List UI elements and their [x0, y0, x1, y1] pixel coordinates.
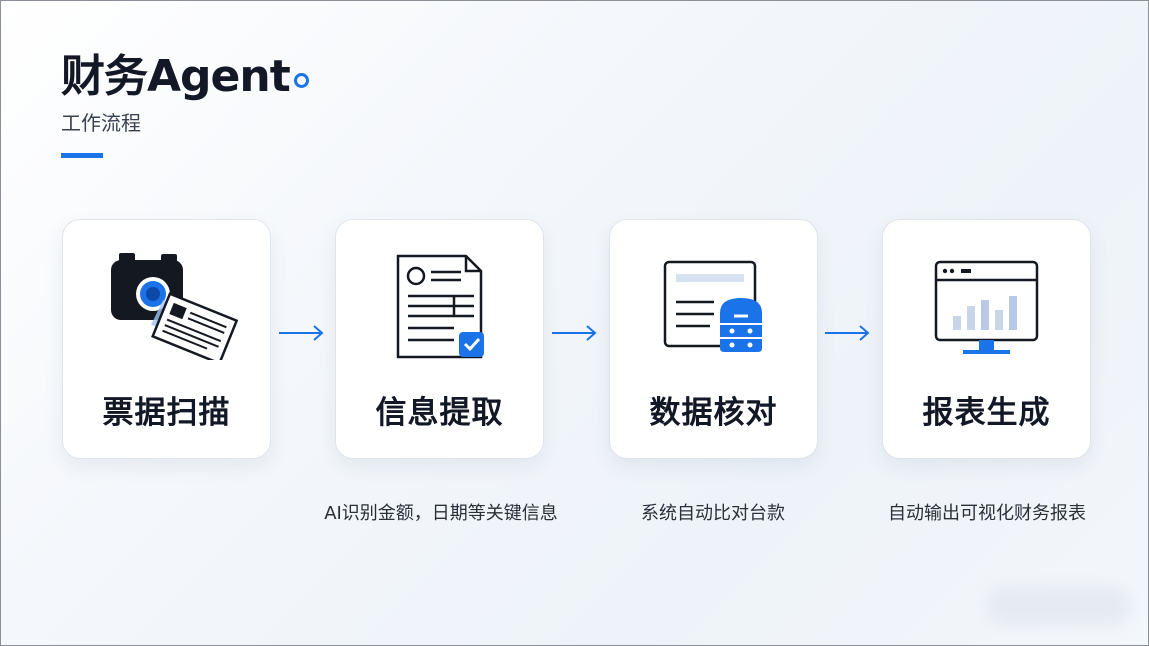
step-card-extract: 信息提取 — [335, 219, 544, 459]
step-card-verify: 数据核对 — [609, 219, 818, 459]
step-label: 数据核对 — [649, 395, 778, 431]
step-description: 系统自动比对台款 — [641, 503, 785, 524]
camera-scan-icon — [111, 253, 239, 360]
monitor-chart-icon — [934, 260, 1039, 354]
header: 财务Agent 工作流程 — [61, 51, 309, 158]
document-check-icon — [396, 254, 484, 359]
step-label: 票据扫描 — [102, 395, 231, 431]
arrow-right-icon — [552, 325, 597, 341]
step-description: 自动输出可视化财务报表 — [888, 503, 1086, 524]
arrow-right-icon — [825, 325, 870, 341]
step-description: AI识别金额，日期等关键信息 — [324, 503, 558, 524]
ledger-database-icon — [663, 260, 762, 352]
page-subtitle: 工作流程 — [61, 111, 141, 135]
step-card-report: 报表生成 — [882, 219, 1091, 459]
page-title-text: 财务Agent — [61, 51, 291, 102]
arrow-right-icon — [279, 325, 324, 341]
step-label: 报表生成 — [922, 395, 1051, 431]
title-ring-icon — [293, 73, 309, 88]
accent-bar — [61, 153, 103, 158]
page-title: 财务Agent — [61, 51, 309, 103]
step-label: 信息提取 — [375, 395, 504, 431]
step-card-scan: 票据扫描 — [62, 219, 271, 459]
blurred-watermark — [986, 586, 1131, 626]
